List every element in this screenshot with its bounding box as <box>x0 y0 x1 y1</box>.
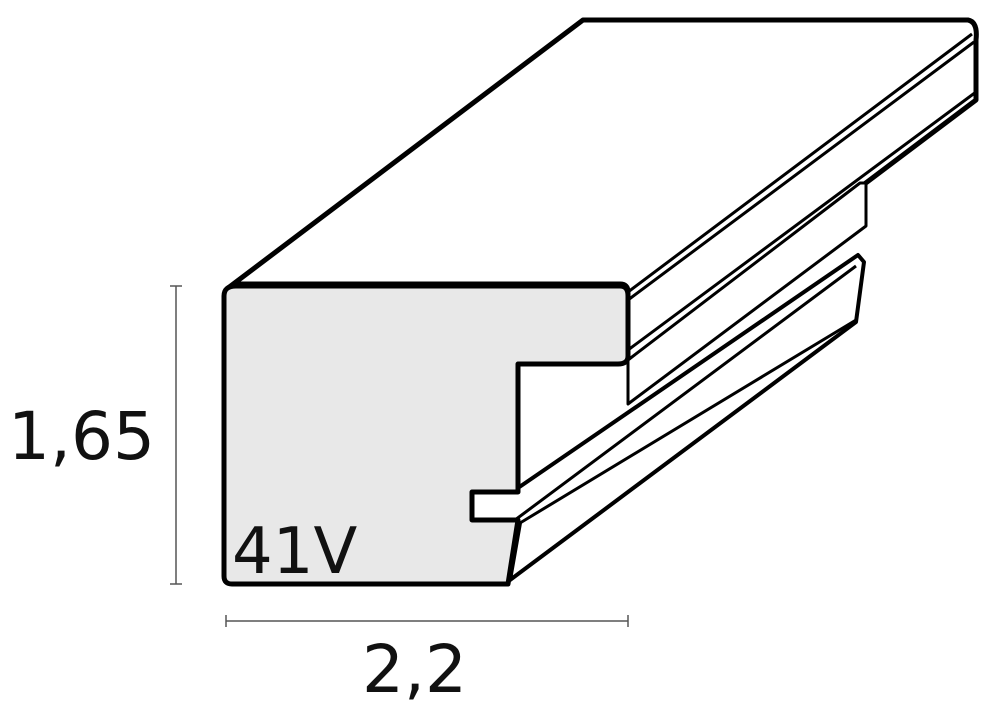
rebate-step <box>626 181 868 406</box>
width-label: 2,2 <box>362 631 467 708</box>
lower-lip-line <box>514 264 857 525</box>
height-label: 1,65 <box>8 398 155 475</box>
top-edge-strip <box>627 32 977 352</box>
width-dimension <box>225 615 629 627</box>
cross-section <box>221 283 631 587</box>
profile-code-label: 41V <box>232 515 357 589</box>
height-dimension <box>170 285 182 585</box>
